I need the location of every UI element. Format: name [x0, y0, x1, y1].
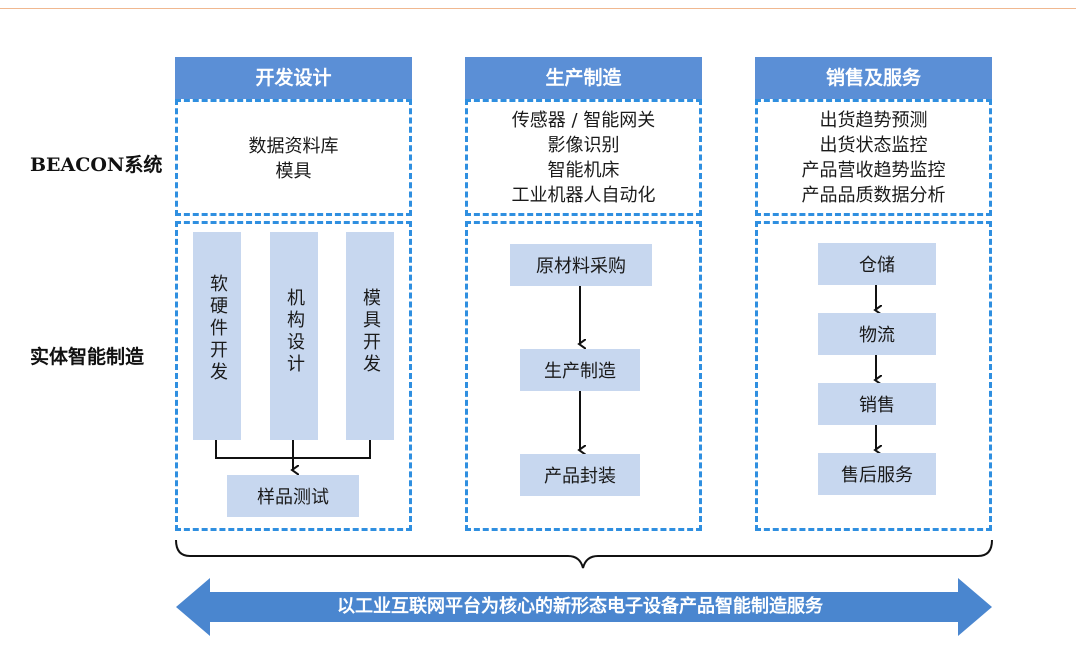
system-item: 出货趋势预测 — [819, 110, 928, 131]
system-items-production: 传感器 / 智能网关 影像识别 智能机床 工业机器人自动化 — [465, 108, 702, 208]
system-item: 出货状态监控 — [819, 135, 928, 156]
design-bar-3: 模具开发 — [346, 232, 394, 440]
system-item: 工业机器人自动化 — [511, 185, 656, 206]
production-step-3: 产品封装 — [520, 454, 640, 496]
sales-step-4: 售后服务 — [818, 453, 936, 495]
system-box-sales — [755, 99, 992, 216]
column-header-production: 生产制造 — [465, 57, 702, 99]
sales-step-2: 物流 — [818, 313, 936, 355]
system-items-sales: 出货趋势预测 出货状态监控 产品营收趋势监控 产品品质数据分析 — [755, 108, 992, 208]
banner-label: 以工业互联网平台为核心的新形态电子设备产品智能制造服务 — [337, 596, 823, 617]
system-item: 模具 — [275, 161, 312, 182]
physical-box-production — [465, 221, 702, 531]
system-item: 传感器 / 智能网关 — [511, 110, 656, 131]
row-label-system: BEACON系统 — [30, 154, 163, 176]
top-divider — [0, 8, 1076, 9]
system-item: 产品品质数据分析 — [801, 185, 946, 206]
sales-step-3: 销售 — [818, 383, 936, 425]
system-items-design: 数据资料库 模具 — [175, 134, 412, 184]
system-item: 影像识别 — [547, 135, 620, 156]
production-step-1: 原材料采购 — [510, 244, 652, 286]
system-item: 智能机床 — [547, 160, 620, 181]
system-box-production — [465, 99, 702, 216]
banner-arrow-shape — [176, 578, 992, 636]
system-item: 产品营收趋势监控 — [801, 160, 946, 181]
row-label-physical: 实体智能制造 — [30, 346, 145, 368]
system-item: 数据资料库 — [248, 136, 339, 157]
column-header-design: 开发设计 — [175, 57, 412, 99]
physical-box-design — [175, 221, 412, 531]
physical-box-sales — [755, 221, 992, 531]
bottom-brace — [175, 539, 993, 569]
production-step-2: 生产制造 — [520, 349, 640, 391]
design-bar-1: 软硬件开发 — [193, 232, 241, 440]
column-header-sales: 销售及服务 — [755, 57, 992, 99]
design-bar-2: 机构设计 — [270, 232, 318, 440]
sales-step-1: 仓储 — [818, 243, 936, 285]
system-box-design — [175, 99, 412, 216]
design-result-box: 样品测试 — [227, 475, 359, 517]
